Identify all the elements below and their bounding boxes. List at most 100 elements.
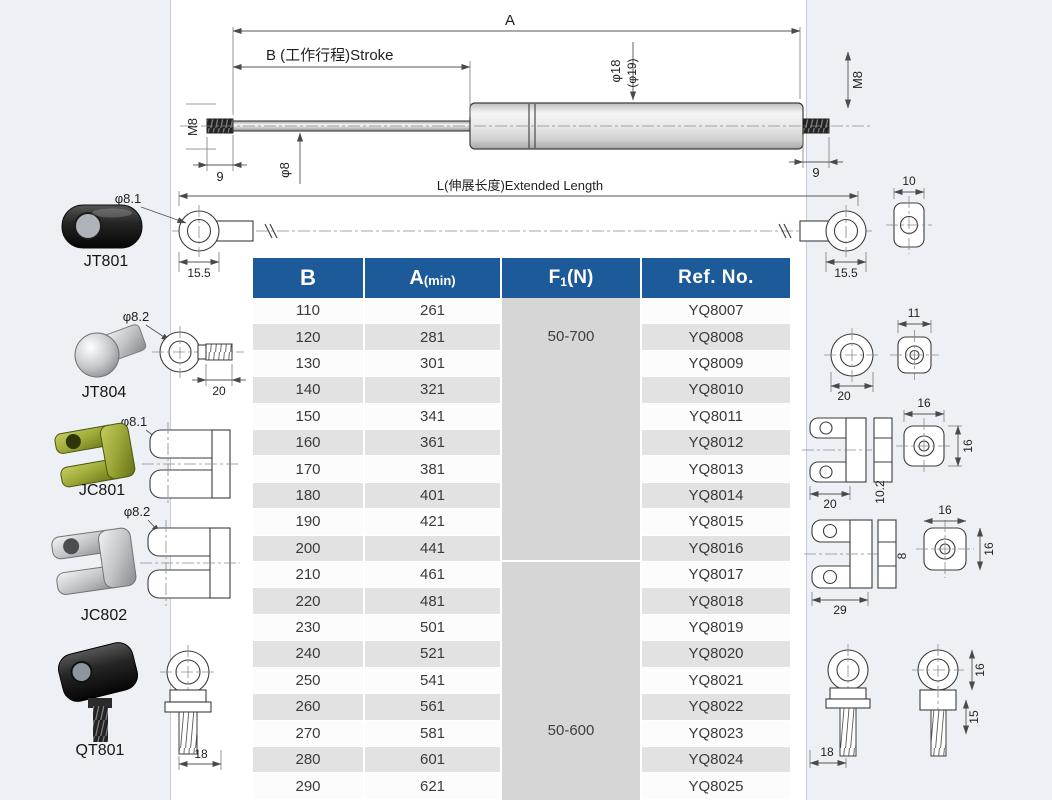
cell-ref-no: YQ8012 (642, 430, 790, 457)
cell-ref-no: YQ8023 (642, 720, 790, 747)
cell-b: 150 (253, 403, 363, 431)
dim-8: 8 (895, 552, 909, 559)
fitting-label-qt801: QT801 (76, 742, 125, 759)
qt801-drawing-left: 18 (160, 645, 222, 770)
dim-155-left: 15.5 (187, 266, 211, 280)
cell-b: 240 (253, 641, 363, 668)
main-dimensions: A B (工作行程)Stroke φ18 (φ19) M8 M8 9 9 φ8 … (178, 12, 865, 206)
fitting-label-jt804: JT804 (82, 384, 127, 401)
col-header-b-label: B (300, 265, 316, 290)
cell-ref-no: YQ8025 (642, 773, 790, 800)
dim-102: 10.2 (873, 480, 887, 504)
cell-ref-no: YQ8021 (642, 667, 790, 695)
dim-phi8: φ8 (277, 162, 292, 178)
dim-a: A (505, 12, 515, 29)
cell-ref-no: YQ8020 (642, 641, 790, 668)
dim-20-jt804-right: 20 (837, 389, 851, 403)
cell-a-min: 421 (365, 509, 500, 536)
column-f1n: 50-700 50-600 (500, 298, 640, 800)
dim-20-jt804-left: 20 (212, 384, 226, 398)
cell-ref-no: YQ8024 (642, 746, 790, 774)
cell-a-min: 321 (365, 377, 500, 404)
f-group-50-600: 50-600 (502, 562, 640, 800)
cell-ref-no: YQ8018 (642, 588, 790, 615)
cell-b: 200 (253, 535, 363, 563)
dim-phi81-jc801: φ8.1 (121, 414, 148, 429)
cell-ref-no: YQ8019 (642, 614, 790, 642)
dim-9-left: 9 (216, 169, 223, 184)
dim-15: 15 (967, 710, 981, 724)
jt801-photo (61, 204, 143, 249)
jc801-drawing-left (142, 422, 240, 506)
dim-18-left: 18 (194, 747, 208, 761)
column-b: 110 120 130 140 150 160 170 180 190 200 … (253, 298, 363, 800)
dim-l-extended: L(伸展长度)Extended Length (437, 178, 603, 193)
qt801-photo (58, 642, 138, 742)
cell-b: 160 (253, 430, 363, 457)
dim-m8-left: M8 (185, 118, 200, 136)
cell-a-min: 381 (365, 456, 500, 483)
dim-155-right: 15.5 (834, 266, 858, 280)
cell-ref-no: YQ8007 (642, 298, 790, 325)
cell-a-min: 621 (365, 773, 500, 800)
dim-phi81-jt801: φ8.1 (115, 191, 142, 206)
cell-a-min: 281 (365, 324, 500, 351)
cell-ref-no: YQ8009 (642, 350, 790, 378)
col-header-ref: Ref. No. (640, 258, 790, 298)
dim-20-jc801: 20 (823, 497, 837, 511)
cell-ref-no: YQ8008 (642, 324, 790, 351)
cell-a-min: 501 (365, 614, 500, 642)
dim-phi82-jc802: φ8.2 (124, 504, 151, 519)
cell-b: 290 (253, 773, 363, 800)
cell-ref-no: YQ8022 (642, 694, 790, 721)
col-header-b: B (253, 258, 363, 298)
cell-b: 220 (253, 588, 363, 615)
dim-b-stroke: B (工作行程)Stroke (266, 47, 394, 64)
dim-16-jc802-right: 16 (982, 542, 996, 556)
qt801-drawing-right: 18 16 15 (809, 644, 987, 768)
dim-m8-right: M8 (850, 71, 865, 89)
dim-10: 10 (902, 174, 916, 188)
dim-11: 11 (908, 306, 921, 320)
cell-ref-no: YQ8013 (642, 456, 790, 483)
fitting-label-jc802: JC802 (81, 607, 127, 624)
dim-9-right: 9 (812, 165, 819, 180)
cell-a-min: 401 (365, 482, 500, 510)
cell-b: 120 (253, 324, 363, 351)
cell-a-min: 461 (365, 562, 500, 589)
cell-b: 170 (253, 456, 363, 483)
col-header-a: A(min) (363, 258, 500, 298)
dim-phi82-jt804: φ8.2 (123, 309, 150, 324)
cell-ref-no: YQ8015 (642, 509, 790, 536)
jc802-drawing-left (140, 520, 240, 606)
table-body: 110 120 130 140 150 160 170 180 190 200 … (253, 298, 790, 800)
cell-ref-no: YQ8014 (642, 482, 790, 510)
jc802-photo (51, 527, 137, 595)
cell-b: 210 (253, 562, 363, 589)
dim-16-jc801-right: 16 (961, 439, 975, 453)
jc802-drawing-right: 16 8 16 29 (804, 503, 996, 617)
extended-assembly: 15.5 15.5 10 (172, 174, 932, 280)
column-ref-no: YQ8007 YQ8008 YQ8009 YQ8010 YQ8011 YQ801… (640, 298, 790, 800)
cell-a-min: 301 (365, 350, 500, 378)
cell-a-min: 581 (365, 720, 500, 747)
dim-29: 29 (833, 603, 847, 617)
dim-16-jc801-top: 16 (917, 396, 931, 410)
cell-b: 270 (253, 720, 363, 747)
cell-a-min: 561 (365, 694, 500, 721)
cell-b: 230 (253, 614, 363, 642)
jt804-drawing-left: 20 (152, 326, 246, 398)
cell-b: 280 (253, 746, 363, 774)
gas-spring-assembly (180, 102, 872, 150)
cell-b: 190 (253, 509, 363, 536)
jt804-photo (74, 324, 147, 378)
cell-a-min: 481 (365, 588, 500, 615)
cell-a-min: 361 (365, 430, 500, 457)
cell-b: 110 (253, 298, 363, 325)
fitting-label-jc801: JC801 (79, 482, 125, 499)
cell-ref-no: YQ8016 (642, 535, 790, 563)
cell-a-min: 521 (365, 641, 500, 668)
